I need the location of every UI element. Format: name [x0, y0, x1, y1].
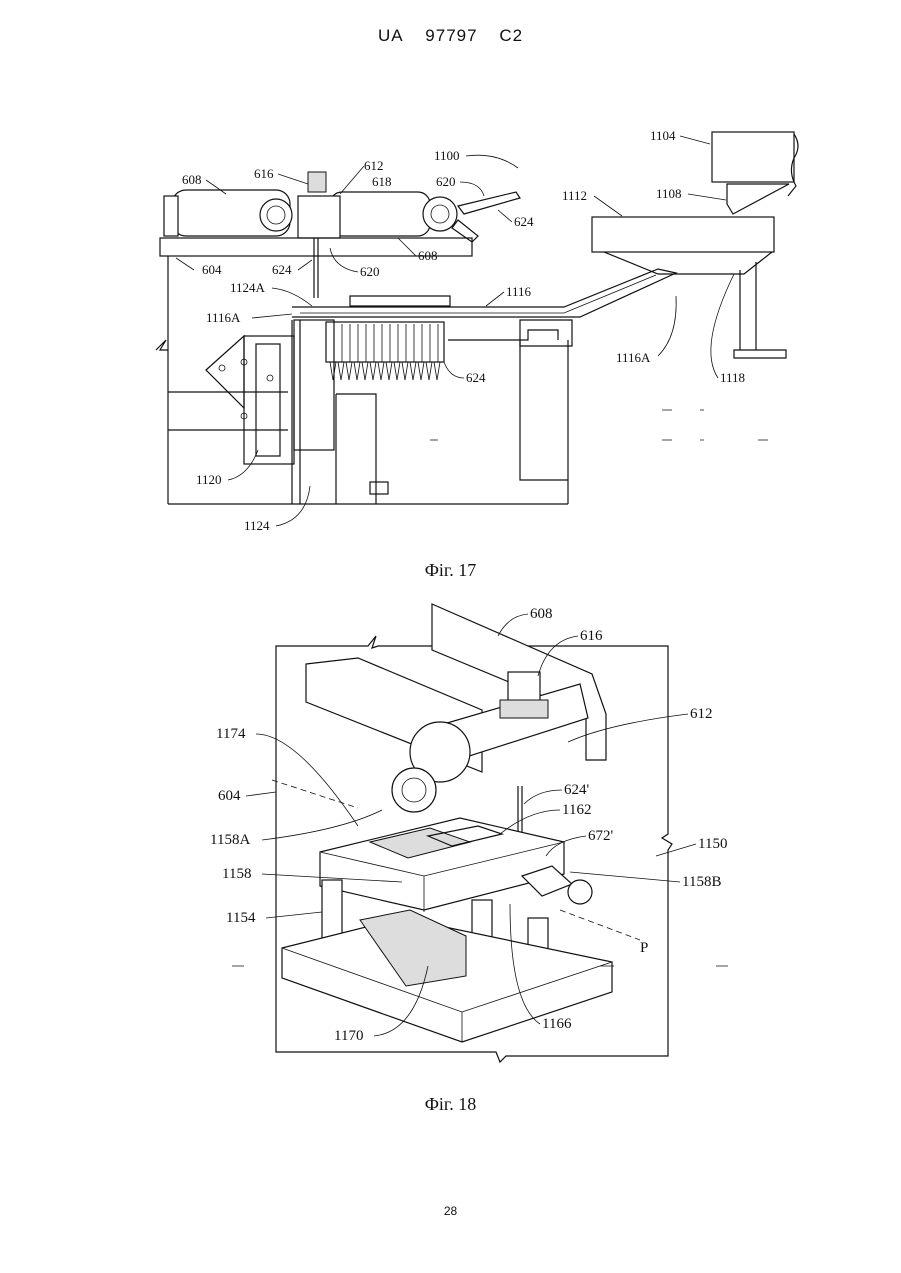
fig18-label-1166: 1166 [542, 1016, 572, 1032]
fig18-label-1158B: 1158B [682, 874, 721, 890]
fig18-label-1158: 1158 [222, 866, 251, 882]
fig18-label-604: 604 [218, 788, 241, 804]
fig18-label-1158A: 1158A [210, 832, 250, 848]
fig18-label-P: P [640, 940, 648, 956]
fig18-label-616: 616 [580, 628, 603, 644]
fig18-label-1150: 1150 [698, 836, 727, 852]
fig18-label-624-prime: 624' [564, 782, 590, 798]
fig18-label-1174: 1174 [216, 726, 246, 742]
fig18-label-612: 612 [690, 706, 713, 722]
fig18-label-608: 608 [530, 606, 553, 622]
fig18-label-672-prime: 672' [588, 828, 614, 844]
fig18-label-1162: 1162 [562, 802, 591, 818]
page-number: 28 [0, 1204, 901, 1218]
fig18-label-1170: 1170 [334, 1028, 363, 1044]
fig18-label-1154: 1154 [226, 910, 256, 926]
figure-18-caption: Фіг. 18 [0, 1094, 901, 1115]
